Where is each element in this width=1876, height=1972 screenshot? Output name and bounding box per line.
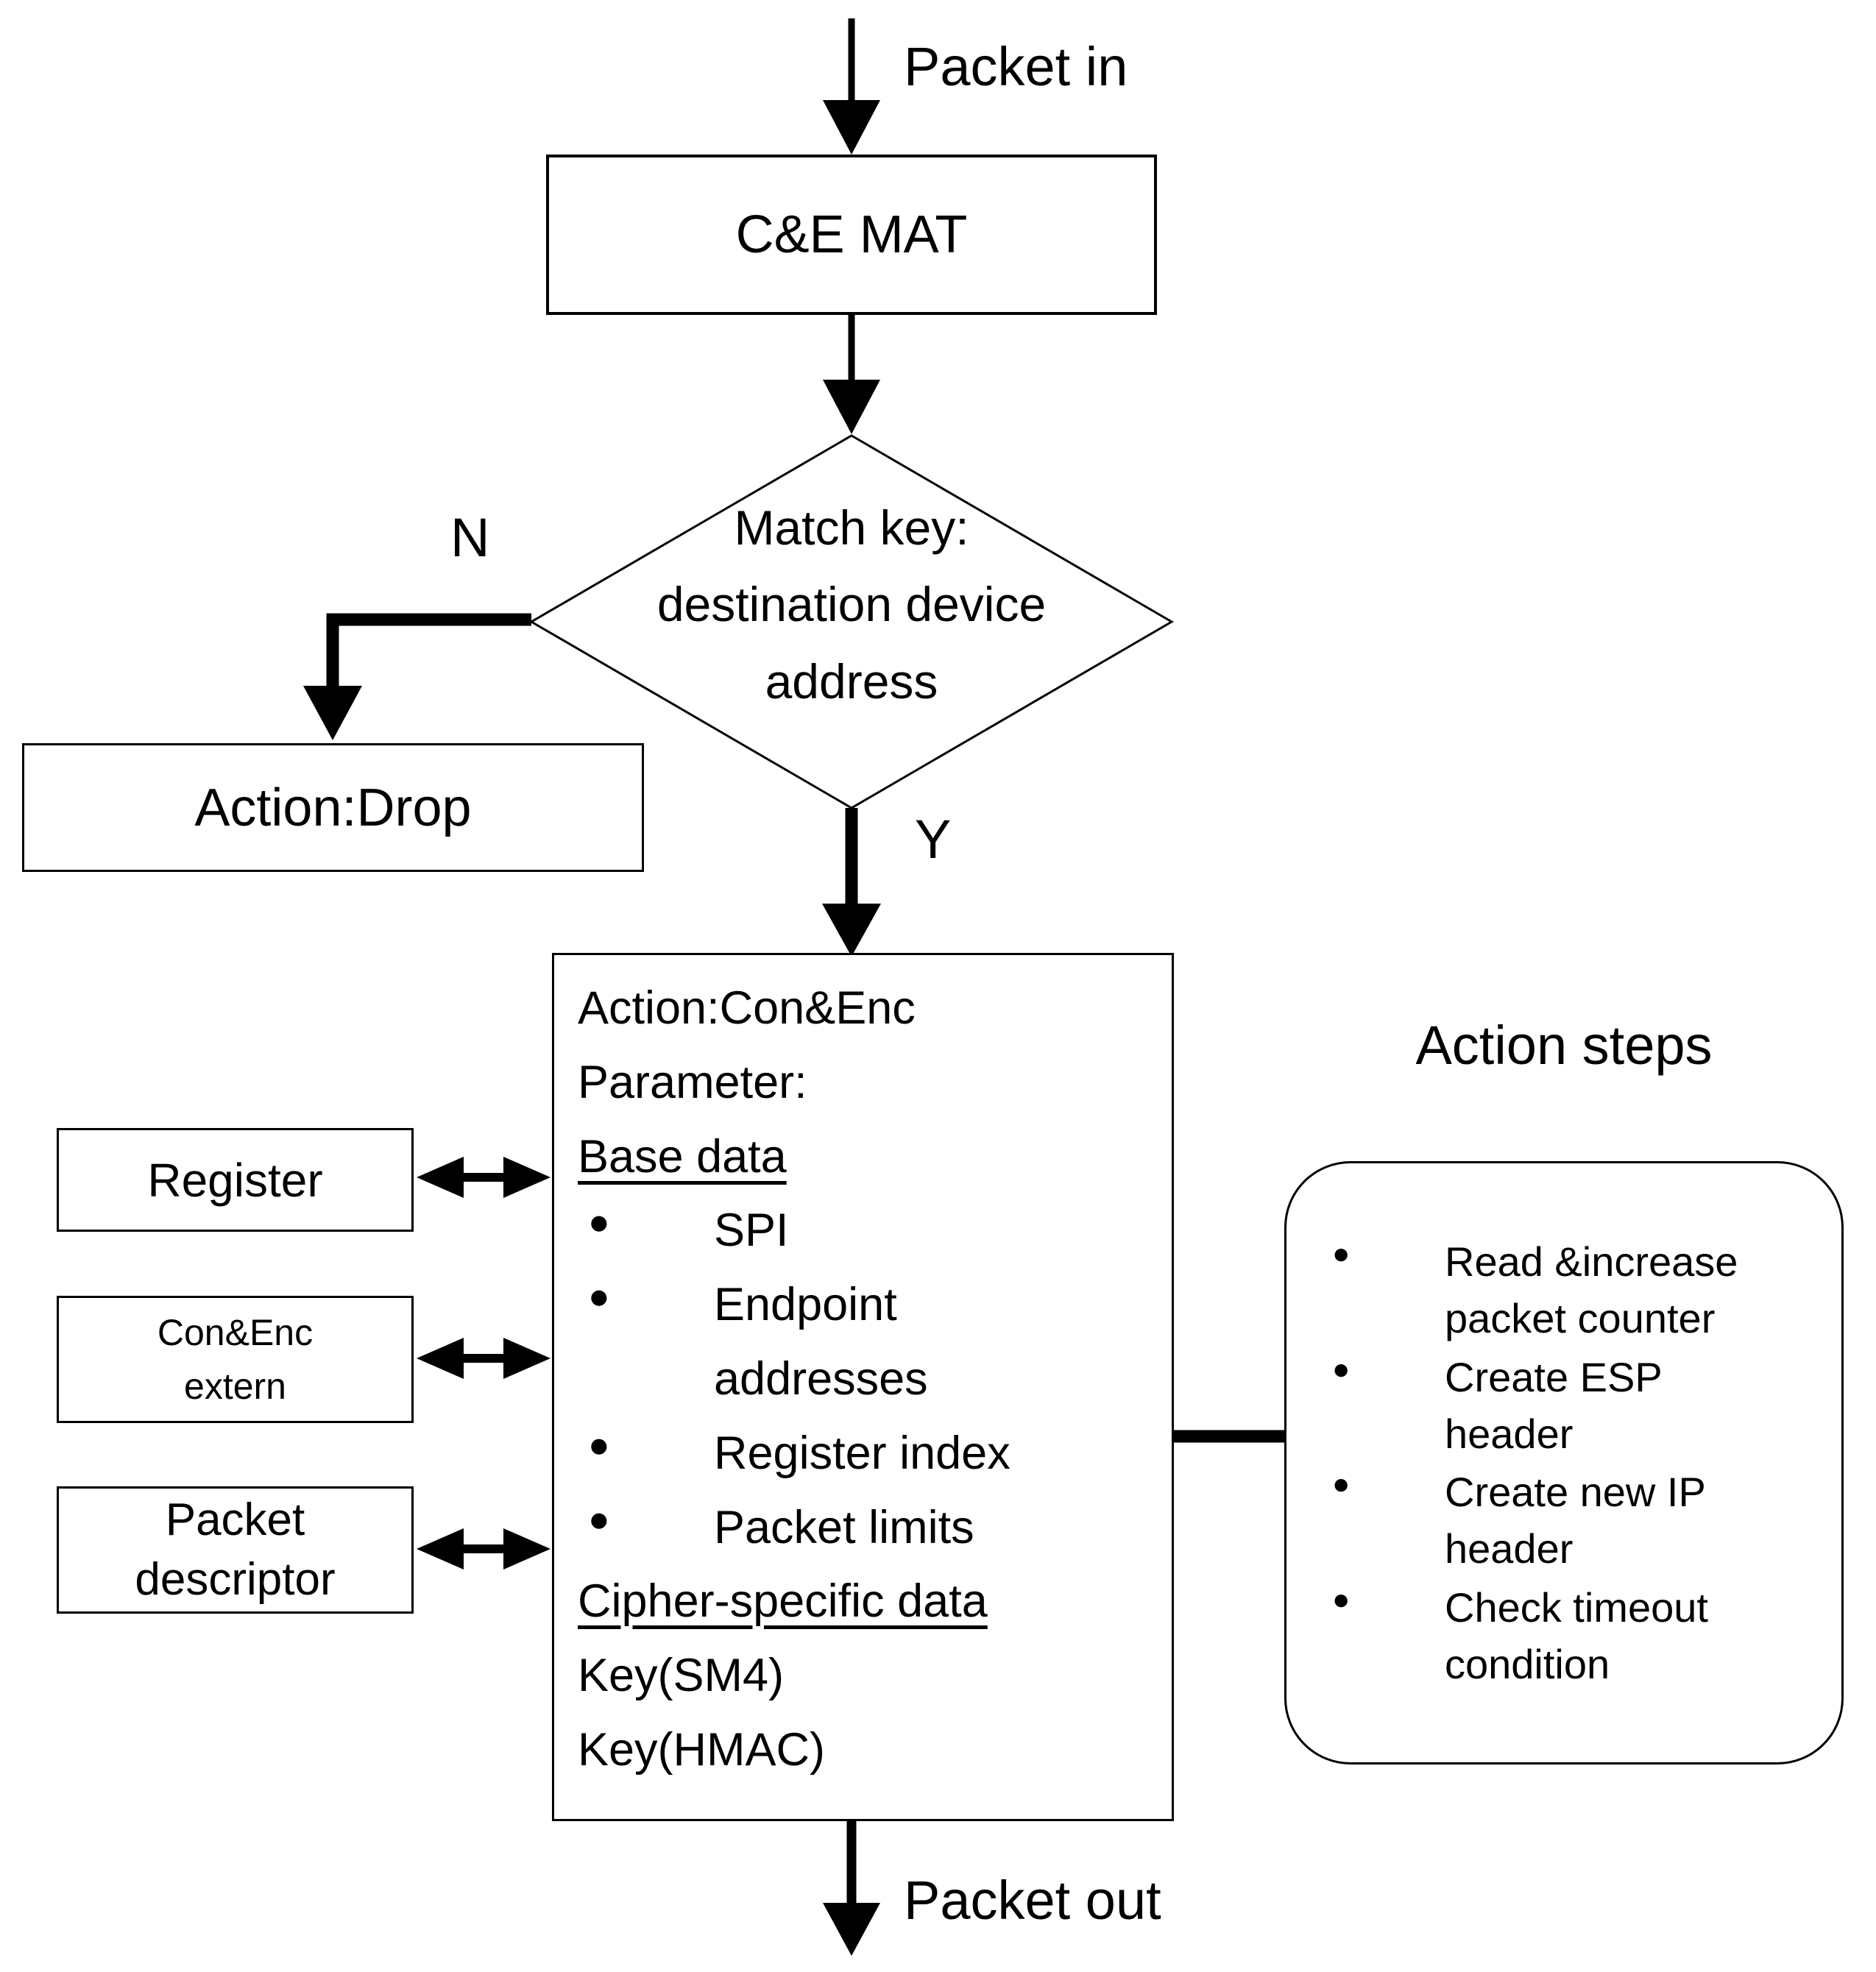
list-item: SPI: [578, 1194, 1082, 1268]
list-item: Check timeout condition: [1316, 1579, 1761, 1693]
action-steps-list: Read &increase packet counter Create ESP…: [1316, 1233, 1819, 1692]
descriptor-link-right-arrowhead-icon: [503, 1528, 551, 1570]
list-item: Register index: [578, 1416, 1082, 1491]
list-item: Read &increase packet counter: [1316, 1233, 1761, 1347]
decision-diamond-text: Match key: destination device address: [531, 489, 1172, 720]
descriptor-link-left-arrowhead-icon: [417, 1528, 464, 1570]
packet-descriptor-label: Packet descriptor: [135, 1494, 336, 1605]
ce-mat-label: C&E MAT: [735, 205, 968, 264]
parameter-line: Parameter:: [578, 1056, 807, 1108]
list-item: Create new IP header: [1316, 1464, 1761, 1578]
branch-no-label: N: [450, 507, 490, 568]
action-drop-node: Action:Drop: [22, 743, 644, 872]
action-con-enc-line: Action:Con&Enc: [578, 982, 916, 1034]
packet-in-arrowhead-icon: [823, 100, 880, 155]
cipher-specific-heading: Cipher-specific data: [578, 1575, 988, 1628]
register-link-left-arrowhead-icon: [417, 1157, 464, 1198]
extern-link-right-arrowhead-icon: [503, 1338, 551, 1379]
cemat-to-diamond-arrowhead-icon: [823, 380, 880, 434]
branch-yes-label: Y: [915, 809, 952, 870]
ce-mat-node: C&E MAT: [546, 155, 1157, 315]
yes-branch-arrowhead-icon: [822, 904, 881, 957]
con-enc-extern-label: Con&Enc extern: [157, 1312, 314, 1407]
action-drop-label: Action:Drop: [194, 778, 472, 837]
packet-out-label: Packet out: [904, 1870, 1161, 1931]
list-item: Create ESP header: [1316, 1349, 1761, 1463]
list-item: Endpoint addresses: [578, 1268, 1082, 1416]
packet-out-arrowhead-icon: [823, 1903, 880, 1956]
decision-line-1: Match key:: [734, 500, 969, 555]
decision-line-2: destination device: [656, 577, 1047, 632]
extern-link-left-arrowhead-icon: [417, 1338, 464, 1379]
action-steps-node: Read &increase packet counter Create ESP…: [1284, 1161, 1844, 1764]
list-item: Packet limits: [578, 1491, 1082, 1565]
register-link-right-arrowhead-icon: [503, 1157, 551, 1198]
register-node: Register: [57, 1128, 414, 1232]
no-branch-line: [326, 613, 531, 690]
packet-descriptor-node: Packet descriptor: [57, 1486, 414, 1614]
con-enc-extern-node: Con&Enc extern: [57, 1296, 414, 1423]
packet-in-label: Packet in: [904, 36, 1128, 97]
no-branch-arrowhead-icon: [303, 686, 362, 740]
register-label: Register: [147, 1153, 323, 1207]
base-data-heading: Base data: [578, 1130, 787, 1182]
key-hmac-line: Key(HMAC): [578, 1723, 826, 1776]
base-data-list: SPI Endpoint addresses Register index Pa…: [578, 1194, 1157, 1564]
decision-line-3: address: [765, 653, 938, 709]
key-sm4-line: Key(SM4): [578, 1650, 785, 1702]
action-steps-title: Action steps: [1415, 1015, 1713, 1076]
con-enc-action-node: Action:Con&Enc Parameter: Base data SPI …: [552, 953, 1174, 1821]
